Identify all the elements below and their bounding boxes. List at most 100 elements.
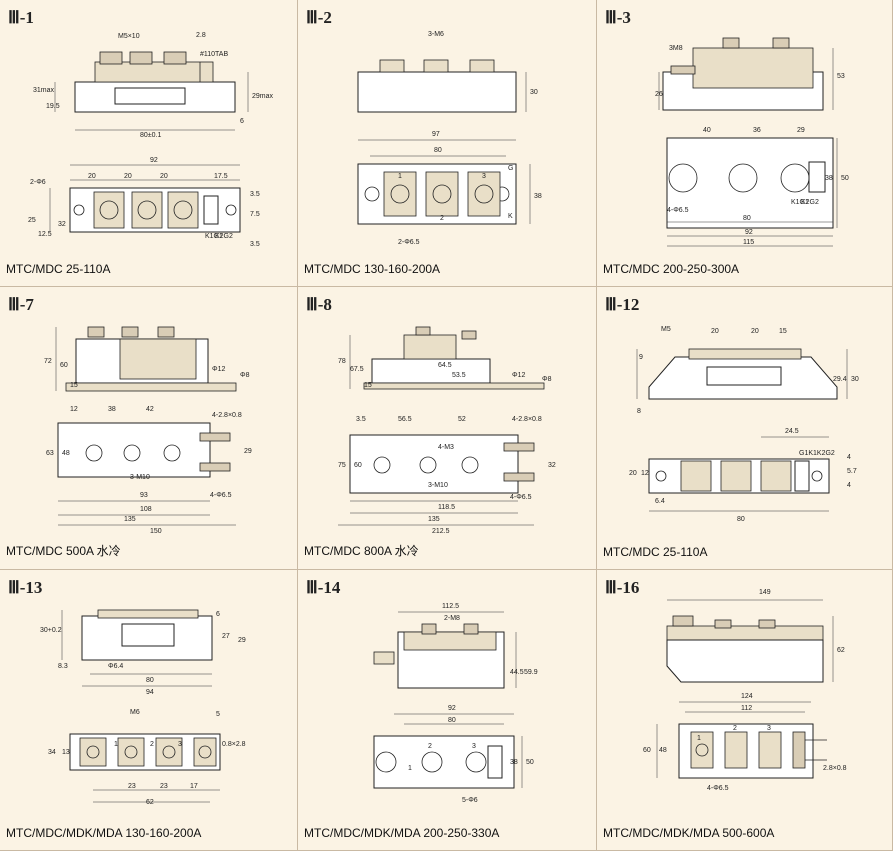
label: 15 bbox=[779, 328, 787, 335]
cell-iii-8: Ⅲ-8 78 67.5 64.5 53.5 15 Φ12 Φ8 bbox=[298, 287, 597, 570]
label: 80 bbox=[146, 677, 154, 684]
dimension-labels-iii-8: 78 67.5 64.5 53.5 15 Φ12 Φ8 3.5 56.5 52 … bbox=[338, 358, 556, 535]
label: 80 bbox=[743, 215, 751, 222]
label: 124 bbox=[741, 693, 753, 700]
label: 5-Φ6 bbox=[462, 797, 478, 804]
cell-title: Ⅲ-8 bbox=[306, 295, 332, 314]
label: 40 bbox=[703, 127, 711, 134]
cell-title: Ⅲ-7 bbox=[8, 295, 34, 314]
label: 20 bbox=[160, 173, 168, 180]
label: 92 bbox=[448, 705, 456, 712]
label: 60 bbox=[354, 462, 362, 469]
drawing-iii-3 bbox=[658, 37, 838, 247]
cell-title: Ⅲ-13 bbox=[8, 578, 43, 597]
label: 4-2.8×0.8 bbox=[212, 412, 242, 419]
label: 112.5 bbox=[442, 603, 459, 610]
drawing-iii-14 bbox=[373, 611, 523, 789]
cell-caption: MTC/MDC/MDK/MDA 130-160-200A bbox=[6, 826, 202, 840]
label: 29 bbox=[238, 637, 246, 644]
label: 5.7 bbox=[847, 468, 857, 475]
label: 32 bbox=[58, 221, 66, 228]
label: 2-M8 bbox=[444, 615, 460, 622]
label: M5 bbox=[661, 326, 671, 333]
label: 0.8×2.8 bbox=[222, 741, 246, 748]
label: K1G1 bbox=[791, 199, 809, 206]
cell-iii-2: Ⅲ-2 3-M6 30 97 80 1 2 3 bbox=[298, 0, 597, 287]
label: 112 bbox=[741, 705, 752, 712]
dimension-labels-iii-1: M5×10 2.8 #110TAB 31max 19.5 29max 6 80±… bbox=[28, 32, 274, 248]
label: 149 bbox=[759, 589, 771, 596]
label: 2 bbox=[150, 741, 154, 748]
label: 62 bbox=[837, 647, 845, 654]
label: 92 bbox=[745, 229, 753, 236]
drawing-iii-12 bbox=[636, 348, 848, 512]
label: 15 bbox=[364, 382, 372, 389]
label: 12 bbox=[70, 406, 78, 413]
label: 1 bbox=[398, 173, 402, 180]
label: 4-M3 bbox=[438, 444, 454, 451]
label: 212.5 bbox=[432, 528, 450, 535]
label: 4 bbox=[847, 454, 851, 461]
label: 3.5 bbox=[250, 191, 260, 198]
dimension-labels-iii-12: M5 20 20 15 9 29.4 30 8 24.5 20 12 6.4 4… bbox=[629, 326, 859, 523]
label: G bbox=[508, 165, 513, 172]
label: 50 bbox=[841, 175, 849, 182]
label: 4-Φ6.5 bbox=[510, 494, 532, 501]
label: 29 bbox=[244, 448, 252, 455]
label: 20 bbox=[88, 173, 96, 180]
label: 4-Φ6.5 bbox=[667, 207, 689, 214]
label: 3-M10 bbox=[428, 482, 448, 489]
label: 31max bbox=[33, 87, 55, 94]
label: 29max bbox=[252, 93, 274, 100]
cell-iii-14: Ⅲ-14 112.5 2-M8 44.5 59.9 92 80 2 bbox=[298, 570, 597, 851]
label: 2 bbox=[428, 743, 432, 750]
label: 97 bbox=[432, 131, 440, 138]
label: 3.5 bbox=[250, 241, 260, 248]
label: 36 bbox=[753, 127, 761, 134]
dimension-labels-iii-2: 3-M6 30 97 80 1 2 3 G K 38 2-Φ6.5 bbox=[398, 31, 542, 246]
cell-iii-7: Ⅲ-7 72 60 15 Φ12 Φ8 12 38 bbox=[0, 287, 298, 570]
cell-caption: MTC/MDC 800A 水冷 bbox=[304, 544, 419, 558]
label: 56.5 bbox=[398, 416, 412, 423]
label: Φ12 bbox=[212, 366, 225, 373]
label: 20 bbox=[751, 328, 759, 335]
cell-caption: MTC/MDC 130-160-200A bbox=[304, 262, 441, 276]
label: 3-M6 bbox=[428, 31, 444, 38]
label: 24.5 bbox=[785, 428, 799, 435]
label: 52 bbox=[458, 416, 466, 423]
drawing-iii-13 bbox=[61, 609, 221, 803]
label: 135 bbox=[428, 516, 440, 523]
label: 3.5 bbox=[356, 416, 366, 423]
label: 15 bbox=[70, 382, 78, 389]
label: 2.8×0.8 bbox=[823, 765, 847, 772]
label: 17 bbox=[190, 783, 198, 790]
label: 3 bbox=[767, 725, 771, 732]
label: 150 bbox=[150, 528, 162, 535]
label: 23 bbox=[160, 783, 168, 790]
label: 4-Φ6.5 bbox=[210, 492, 232, 499]
label: 6 bbox=[216, 611, 220, 618]
label: M6 bbox=[130, 709, 140, 716]
label: 44.5 bbox=[510, 669, 524, 676]
drawing-iii-2 bbox=[357, 59, 531, 225]
label: 20 bbox=[629, 470, 637, 477]
label: 2-Φ6 bbox=[30, 179, 46, 186]
label: K bbox=[508, 213, 513, 220]
label: 63 bbox=[46, 450, 54, 457]
dimension-labels-iii-13: 30+0.2 6 27 29 8.3 Φ6.4 80 94 M6 5 1 2 3… bbox=[40, 611, 246, 806]
label: 13 bbox=[62, 749, 70, 756]
label: 27 bbox=[222, 633, 230, 640]
cell-caption: MTC/MDC/MDK/MDA 500-600A bbox=[603, 826, 775, 840]
cell-caption: MTC/MDC 500A 水冷 bbox=[6, 544, 121, 558]
label: 75 bbox=[338, 462, 346, 469]
label: K2G2 bbox=[215, 233, 233, 240]
label: 42 bbox=[146, 406, 154, 413]
label: 29.4 bbox=[833, 376, 847, 383]
label: 29 bbox=[797, 127, 805, 134]
cell-caption: MTC/MDC 25-110A bbox=[603, 545, 708, 559]
label: 4-Φ6.5 bbox=[707, 785, 729, 792]
label: K2G2 bbox=[801, 199, 819, 206]
label: Φ8 bbox=[542, 376, 552, 383]
label: 38 bbox=[108, 406, 116, 413]
label: 60 bbox=[60, 362, 68, 369]
